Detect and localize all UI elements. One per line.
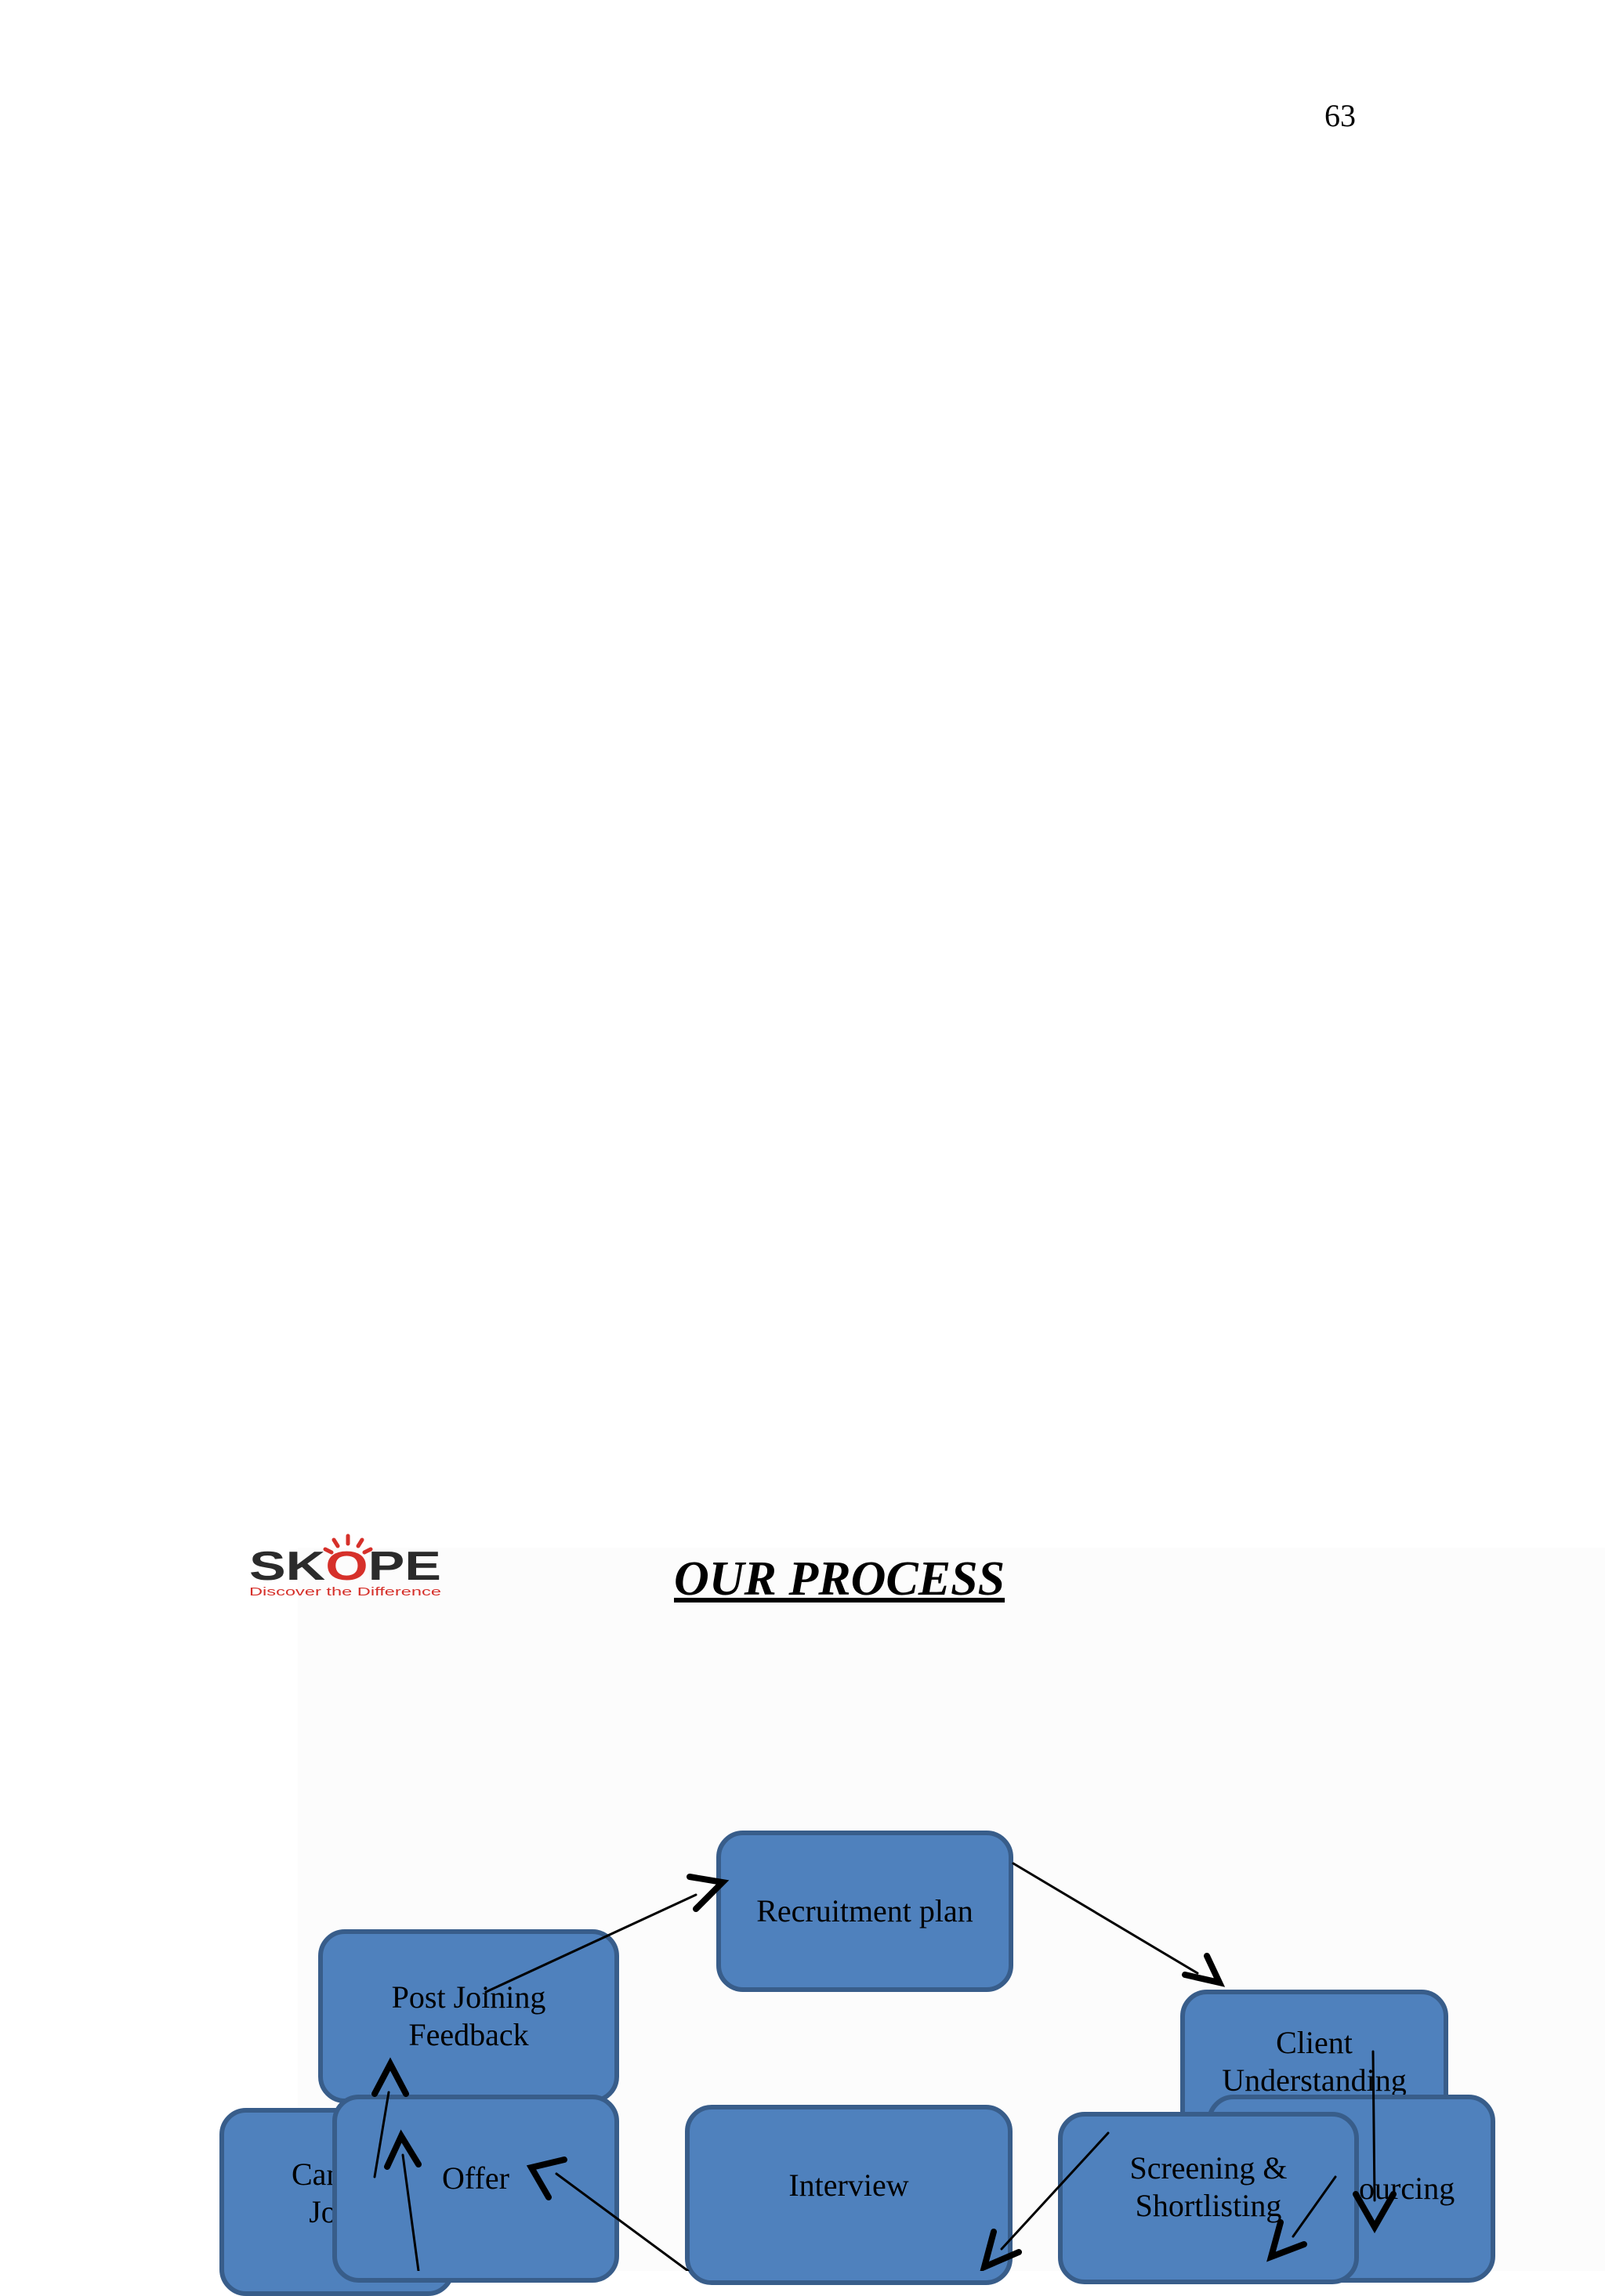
- screening-line2: Shortlisting: [1135, 2188, 1282, 2223]
- client-understanding-line2: Understanding: [1222, 2062, 1407, 2098]
- logo-tagline: Discover the Difference: [249, 1585, 441, 1599]
- interview-label: Interview: [788, 2167, 909, 2203]
- box-offer: Offer: [332, 2095, 619, 2283]
- box-recruitment-plan: Recruitment plan: [716, 1831, 1013, 1992]
- box-interview: Interview: [685, 2105, 1013, 2285]
- post-joining-line2: Feedback: [408, 2017, 529, 2052]
- page-number: 63: [1324, 98, 1356, 133]
- offer-label: Offer: [442, 2160, 509, 2196]
- sun-rays-icon: [323, 1534, 373, 1555]
- client-understanding-line1: Client: [1276, 2025, 1353, 2060]
- box-screening-shortlisting: Screening & Shortlisting: [1058, 2112, 1359, 2284]
- box-post-joining-feedback: Post Joining Feedback: [318, 1929, 619, 2103]
- box-recruitment-plan-label: Recruitment plan: [756, 1893, 973, 1928]
- page-heading: OUR PROCESS: [674, 1552, 1005, 1606]
- screening-line1: Screening &: [1129, 2150, 1288, 2186]
- post-joining-line1: Post Joining: [391, 1979, 546, 2015]
